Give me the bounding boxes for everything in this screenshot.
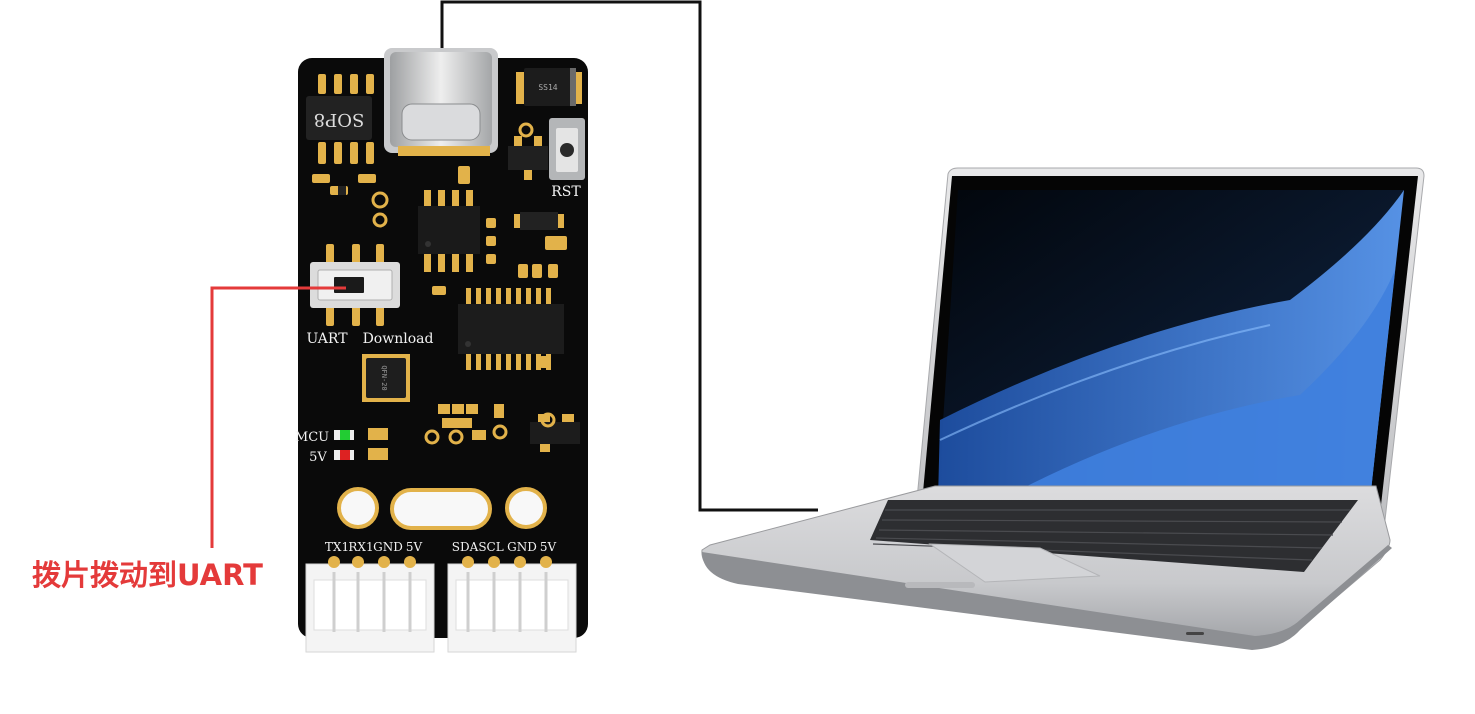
pin-gnd-left: GND bbox=[373, 540, 403, 554]
diode: SS14 bbox=[516, 68, 582, 106]
callout-text: 拨片拨动到UART bbox=[32, 558, 263, 592]
mode-slide-switch[interactable] bbox=[310, 244, 400, 326]
diode-label: SS14 bbox=[538, 83, 557, 92]
pin-labels-left: TX1 RX1 GND 5V bbox=[325, 540, 423, 554]
laptop-keyboard bbox=[870, 500, 1358, 572]
sop8-chip: SOP8 bbox=[306, 74, 374, 164]
pcb-board: SOP8 SS14 RST bbox=[295, 48, 588, 653]
pin-scl: SCL bbox=[478, 540, 503, 554]
passive-components bbox=[312, 166, 567, 368]
pin-5v-right: 5V bbox=[540, 540, 557, 554]
usb-serial-chip bbox=[458, 288, 564, 370]
sot-chip bbox=[530, 414, 580, 452]
reset-button[interactable] bbox=[549, 118, 585, 180]
sop8-label: SOP8 bbox=[314, 109, 365, 130]
mcu-led bbox=[334, 428, 388, 440]
mounting-holes bbox=[337, 487, 547, 530]
pin-tx1: TX1 bbox=[325, 540, 349, 554]
small-diode bbox=[514, 212, 564, 230]
laptop-trackpad bbox=[928, 543, 1101, 583]
usb-c-connector bbox=[384, 48, 498, 156]
uart-connector[interactable] bbox=[305, 556, 435, 653]
slide-switch-knob[interactable] bbox=[334, 277, 364, 293]
switch-label-download: Download bbox=[363, 331, 434, 347]
pin-5v-left: 5V bbox=[406, 540, 423, 554]
power-led bbox=[334, 448, 388, 460]
mcu-led-label: MCU bbox=[295, 430, 329, 445]
laptop-screen bbox=[938, 190, 1404, 500]
regulator-chip bbox=[508, 122, 548, 180]
reset-label: RST bbox=[551, 184, 581, 200]
switch-label-uart: UART bbox=[306, 331, 348, 347]
sop8-chip-2 bbox=[418, 190, 480, 272]
passive-components-lower bbox=[438, 404, 504, 440]
qfn-label: QFN-20 bbox=[380, 365, 388, 390]
pin-sda: SDA bbox=[452, 540, 479, 554]
usb-cable bbox=[440, 0, 818, 512]
callout-line bbox=[210, 286, 346, 548]
i2c-connector[interactable] bbox=[447, 556, 577, 653]
laptop bbox=[701, 167, 1425, 650]
pin-gnd-right: GND bbox=[507, 540, 537, 554]
qfn-chip: QFN-20 bbox=[362, 354, 410, 402]
pin-rx1: RX1 bbox=[348, 540, 373, 554]
power-led-label: 5V bbox=[309, 450, 327, 465]
pin-labels-right: SDA SCL GND 5V bbox=[452, 540, 557, 554]
